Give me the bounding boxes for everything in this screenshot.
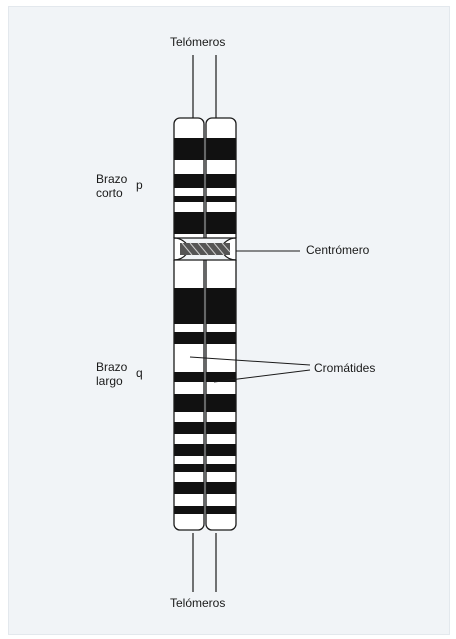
- short-arm-line1: Brazo: [96, 172, 127, 186]
- telomere-lines-bottom: [193, 533, 216, 592]
- telomere-lines-top: [193, 55, 216, 118]
- short-arm-label: Brazo corto: [96, 172, 127, 200]
- short-arm-line2: corto: [96, 186, 127, 200]
- chromatids-label: Cromátides: [314, 361, 375, 375]
- centromere-label: Centrómero: [306, 243, 369, 257]
- left-chromatid: [174, 118, 204, 530]
- bottom-telomeres-label: Telómeros: [170, 596, 225, 610]
- top-telomeres-label: Telómeros: [170, 35, 225, 49]
- long-arm-line1: Brazo: [96, 360, 127, 374]
- long-arm-line2: largo: [96, 374, 127, 388]
- right-chromatid: [206, 118, 236, 530]
- long-arm-letter: q: [136, 366, 143, 380]
- short-arm-letter: p: [136, 178, 143, 192]
- long-arm-label: Brazo largo: [96, 360, 127, 388]
- centromere-region: [170, 238, 240, 260]
